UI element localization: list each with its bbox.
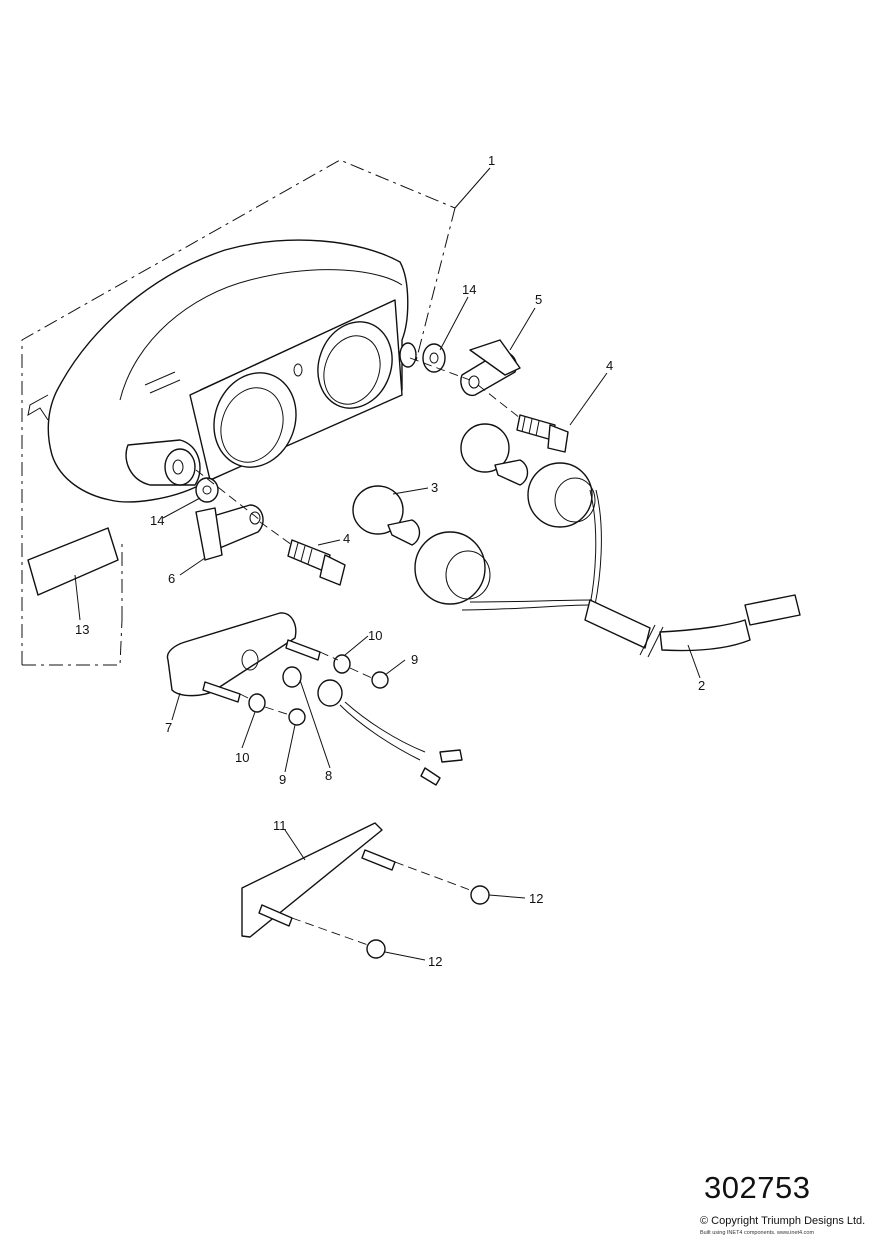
diagram-reference-number: 302753	[704, 1170, 811, 1205]
nut-12-lower	[366, 939, 386, 959]
callout-2: 2	[698, 678, 705, 693]
bulb-8	[282, 666, 463, 786]
washer-10-upper	[333, 654, 351, 674]
washer-10-lower	[248, 693, 266, 713]
wiring-harness-2	[414, 462, 801, 658]
leader-lines	[74, 167, 701, 961]
callout-12-upper: 12	[529, 891, 543, 906]
bolt-4-lower	[287, 539, 346, 586]
nut-12-upper	[470, 885, 490, 905]
callout-10-upper: 10	[368, 628, 382, 643]
bolt-4-upper	[516, 414, 569, 453]
callout-8: 8	[325, 768, 332, 783]
callout-13: 13	[75, 622, 89, 637]
assembly-axes	[195, 357, 521, 946]
callout-labels: 1 14 5 4 3 14 4 6 13 2 10 9 7 10 9 8 11 …	[75, 153, 705, 969]
callout-3: 3	[431, 480, 438, 495]
callout-14-upper: 14	[462, 282, 476, 297]
plate-11	[241, 822, 396, 938]
callout-12-lower: 12	[428, 954, 442, 969]
callout-7: 7	[165, 720, 172, 735]
built-with-notice: Built using INET4 components. www.inet4.…	[700, 1230, 815, 1236]
callout-10-lower: 10	[235, 750, 249, 765]
callout-5: 5	[535, 292, 542, 307]
callout-1: 1	[488, 153, 495, 168]
bracket-5	[460, 339, 521, 397]
callout-11: 11	[273, 818, 287, 833]
label-13	[27, 527, 119, 596]
nut-9-lower	[288, 708, 306, 726]
callout-4-lower: 4	[343, 531, 350, 546]
nut-9-upper	[371, 671, 389, 689]
washer-14-upper	[422, 343, 446, 373]
callout-14-lower: 14	[150, 513, 164, 528]
callout-4-upper: 4	[606, 358, 613, 373]
callout-6: 6	[168, 571, 175, 586]
callout-9-lower: 9	[279, 772, 286, 787]
callout-9-upper: 9	[411, 652, 418, 667]
bulb-3-lower	[352, 485, 421, 546]
tail-light-housing	[27, 239, 417, 503]
bracket-6	[195, 504, 264, 561]
washer-14-lower	[195, 477, 219, 503]
number-plate-lamp-7	[166, 612, 321, 703]
copyright-notice: © Copyright Triumph Designs Ltd.	[700, 1215, 866, 1227]
assembly-1-boundary	[21, 159, 456, 666]
bulb-3-upper	[460, 423, 529, 486]
